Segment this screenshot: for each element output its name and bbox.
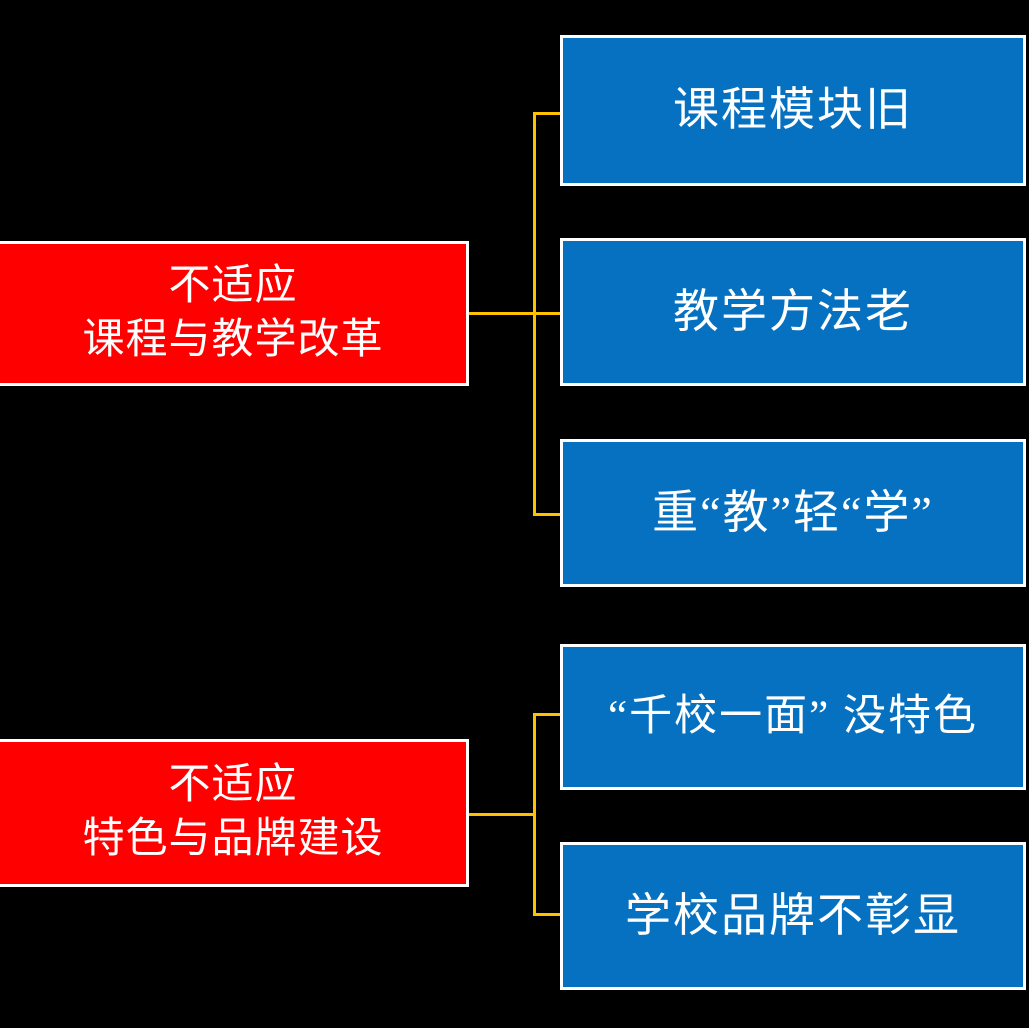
leaf-node-weak-brand[interactable]: 学校品牌不彰显	[560, 842, 1026, 990]
leaf-course-module-label: 课程模块旧	[673, 84, 913, 136]
root-node-curriculum[interactable]: 不适应 课程与教学改革	[0, 241, 469, 386]
root-brand-line-1: 不适应	[168, 762, 298, 809]
root-curriculum-line-1: 不适应	[168, 262, 298, 309]
leaf-node-teaching-method[interactable]: 教学方法老	[560, 238, 1026, 386]
root-brand-line-2: 特色与品牌建设	[82, 816, 384, 862]
leaf-no-feature-label: “千校一面” 没特色	[608, 692, 978, 740]
leaf-teach-over-learn-label: 重“教”轻“学”	[652, 486, 934, 538]
connector-branch-no-feature	[533, 713, 561, 716]
connector-branch-teach-over-learn	[533, 513, 561, 516]
leaf-node-course-module[interactable]: 课程模块旧	[560, 35, 1026, 186]
connector-branch-weak-brand	[533, 913, 561, 916]
root-node-brand[interactable]: 不适应 特色与品牌建设	[0, 739, 469, 887]
leaf-node-no-feature[interactable]: “千校一面” 没特色	[560, 644, 1026, 790]
connector-branch-course-module	[533, 112, 561, 115]
connector-trunk-brand	[533, 713, 536, 916]
leaf-weak-brand-label: 学校品牌不彰显	[625, 889, 961, 941]
leaf-node-teach-over-learn[interactable]: 重“教”轻“学”	[560, 439, 1026, 587]
connector-stem-brand	[466, 813, 536, 816]
leaf-teaching-method-label: 教学方法老	[673, 285, 913, 337]
connector-branch-teaching-method	[533, 312, 561, 315]
root-curriculum-line-2: 课程与教学改革	[82, 316, 384, 363]
connector-stem-curriculum	[466, 312, 536, 315]
